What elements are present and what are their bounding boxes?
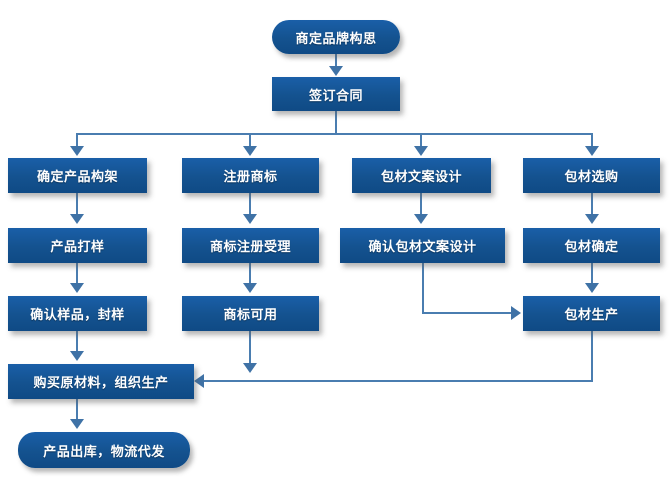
arrowhead-fanout-3 [414, 146, 428, 156]
node-label: 确定产品构架 [36, 170, 118, 185]
node-label: 商定品牌构思 [295, 31, 377, 47]
node-label: 签订合同 [308, 88, 363, 104]
arrowhead-c1-r1-r2 [70, 214, 84, 224]
connector-c2-r2-r3 [249, 263, 251, 284]
connector-c3-r1-r2 [420, 193, 422, 215]
connector-c1-r2-r3 [76, 263, 78, 284]
arrowhead-fanout-1 [70, 146, 84, 156]
arrowhead-c4-r2-r3 [585, 283, 599, 293]
connector-c4-r2-r3 [591, 263, 593, 284]
arrowhead-fanout-4 [585, 146, 599, 156]
arrowhead-fanout-2 [243, 146, 257, 156]
node-label: 产品打样 [50, 240, 105, 255]
node-confirm-seal-sample[interactable]: 确认样品，封样 [8, 296, 147, 331]
connector-c1-r4-r5 [76, 399, 78, 420]
node-product-sampling[interactable]: 产品打样 [8, 228, 147, 263]
connector-fanout-drop-1 [76, 133, 78, 147]
connector-c1-r3-r4 [76, 331, 78, 352]
connector-brand-to-contract [335, 54, 337, 67]
arrowhead-c3-r1-r2 [414, 214, 428, 224]
connector-c1-r1-r2 [76, 193, 78, 215]
connector-trademark-ready-down [249, 331, 251, 364]
node-packaging-confirmed[interactable]: 包材确定 [523, 228, 660, 263]
node-label: 确认样品，封样 [30, 308, 125, 323]
arrowhead-c2-r1-r2 [243, 214, 257, 224]
arrowhead-brand-to-contract [329, 66, 343, 76]
node-label: 商标可用 [223, 308, 278, 323]
node-brand-concept[interactable]: 商定品牌构思 [272, 20, 400, 54]
node-packaging-purchase[interactable]: 包材选购 [523, 158, 660, 193]
connector-contract-stem [335, 111, 337, 134]
node-label: 购买原材料，组织生产 [33, 376, 169, 391]
node-packaging-production[interactable]: 包材生产 [523, 296, 660, 331]
node-trademark-available[interactable]: 商标可用 [182, 296, 319, 331]
connector-fanout-drop-3 [420, 133, 422, 147]
arrowhead-c1-r2-r3 [70, 283, 84, 293]
arrowhead-trademark-ready-down [243, 363, 257, 373]
node-label: 确认包材文案设计 [368, 240, 477, 255]
connector-copy-approved-down [422, 263, 424, 313]
node-product-shipment-logistics[interactable]: 产品出库，物流代发 [18, 432, 190, 468]
node-label: 包材选购 [564, 170, 619, 185]
connector-c4-r1-r2 [591, 193, 593, 215]
node-packaging-copy-design[interactable]: 包材文案设计 [352, 158, 491, 193]
arrowhead-copy-approved-to-production [511, 306, 521, 320]
arrowhead-c4-r1-r2 [585, 214, 599, 224]
node-label: 产品出库，物流代发 [43, 444, 165, 460]
arrowhead-c1-r3-r4 [70, 351, 84, 361]
connector-packaging-production-down [591, 331, 593, 381]
arrowhead-c1-r4-r5 [70, 419, 84, 429]
node-label: 包材生产 [564, 308, 619, 323]
node-sign-contract[interactable]: 签订合同 [272, 77, 400, 111]
node-confirm-packaging-copy-design[interactable]: 确认包材文案设计 [340, 228, 505, 263]
connector-fanout-drop-2 [249, 133, 251, 147]
connector-c2-r1-r2 [249, 193, 251, 215]
node-define-product-framework[interactable]: 确定产品构架 [8, 158, 147, 193]
connector-fanout-bus [77, 133, 592, 135]
node-register-trademark[interactable]: 注册商标 [182, 158, 319, 193]
node-label: 注册商标 [223, 170, 278, 185]
connector-feedback-bus [203, 380, 593, 382]
arrowhead-feedback-to-materials [194, 374, 204, 388]
node-buy-materials-organize-production[interactable]: 购买原材料，组织生产 [8, 364, 194, 399]
arrowhead-c2-r2-r3 [243, 283, 257, 293]
node-label: 包材文案设计 [380, 170, 462, 185]
node-label: 包材确定 [564, 240, 619, 255]
connector-fanout-drop-4 [591, 133, 593, 147]
node-trademark-application-accepted[interactable]: 商标注册受理 [182, 228, 319, 263]
node-label: 商标注册受理 [209, 240, 291, 255]
connector-copy-approved-right [422, 312, 512, 314]
